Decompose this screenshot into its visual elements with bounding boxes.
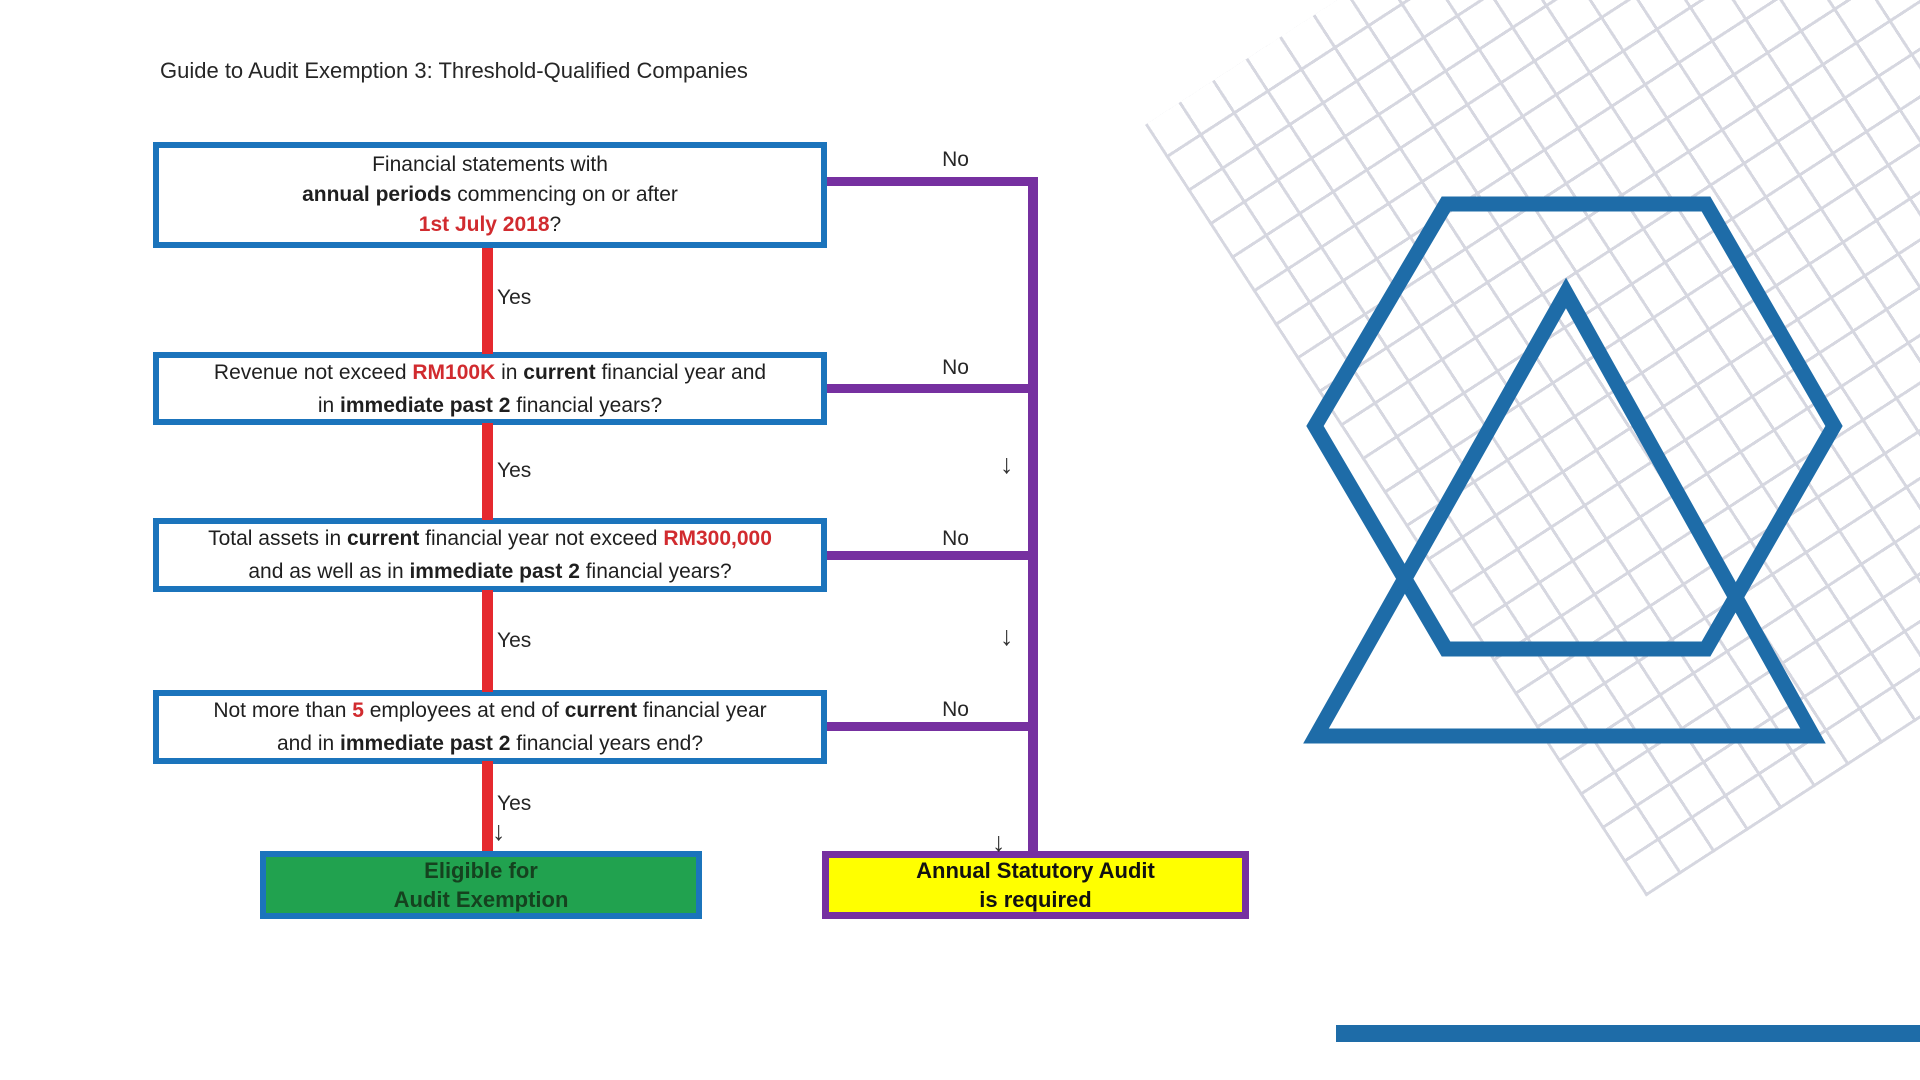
down-arrow-icon: ↓ <box>992 827 1006 857</box>
purple-elbow-connector <box>827 551 1038 560</box>
question-box-total-assets: Total assets in current financial year n… <box>153 518 827 592</box>
red-connector <box>482 590 493 692</box>
bottom-accent-bar <box>1336 1025 1920 1042</box>
purple-trunk-connector <box>1028 177 1038 851</box>
no-label: No <box>942 527 969 550</box>
question-line: annual periods commencing on or after <box>302 183 678 206</box>
no-label: No <box>942 148 969 171</box>
question-line: in immediate past 2 financial years? <box>317 393 663 417</box>
brand-logo <box>1303 196 1843 744</box>
outcome-line: Audit Exemption <box>393 887 569 912</box>
no-label: No <box>942 356 969 379</box>
outcome-line: is required <box>979 887 1092 912</box>
logo-hexagon-icon <box>1306 196 1843 657</box>
outcome-line: Eligible for <box>424 858 538 883</box>
question-box-revenue: Revenue not exceed RM100K in current fin… <box>153 352 827 425</box>
question-line: Financial statements with <box>372 153 608 176</box>
yes-label: Yes <box>497 459 532 482</box>
page-title: Guide to Audit Exemption 3: Threshold-Qu… <box>160 58 748 83</box>
question-line: and as well as in immediate past 2 finan… <box>248 560 732 583</box>
down-arrow-icon: ↓ <box>1000 449 1014 479</box>
red-connector <box>482 248 493 354</box>
eligible-outcome-box: Eligible for Audit Exemption <box>260 851 702 919</box>
question-line: Revenue not exceed RM100K in current fin… <box>213 360 767 384</box>
yes-label: Yes <box>497 286 532 309</box>
question-line: Total assets in current financial year n… <box>208 527 772 550</box>
outcome-line: Annual Statutory Audit <box>916 858 1155 883</box>
down-arrow-icon: ↓ <box>492 816 506 846</box>
question-line: Not more than 5 employees at end of curr… <box>213 699 767 722</box>
red-connector <box>482 423 493 520</box>
audit-required-outcome-box: Annual Statutory Audit is required <box>822 851 1249 919</box>
purple-elbow-connector <box>827 177 1038 186</box>
red-connector <box>482 761 493 853</box>
question-box-financial-statements: Financial statements with annual periods… <box>153 142 827 248</box>
down-arrow-icon: ↓ <box>1000 621 1014 651</box>
question-line: 1st July 2018? <box>418 213 562 236</box>
question-line: and in immediate past 2 financial years … <box>276 732 704 755</box>
question-box-employees: Not more than 5 employees at end of curr… <box>153 690 827 764</box>
purple-elbow-connector <box>827 722 1038 731</box>
no-label: No <box>942 698 969 721</box>
yes-label: Yes <box>497 792 532 815</box>
logo-triangle-icon <box>1303 277 1826 744</box>
purple-elbow-connector <box>827 384 1038 393</box>
yes-label: Yes <box>497 629 532 652</box>
